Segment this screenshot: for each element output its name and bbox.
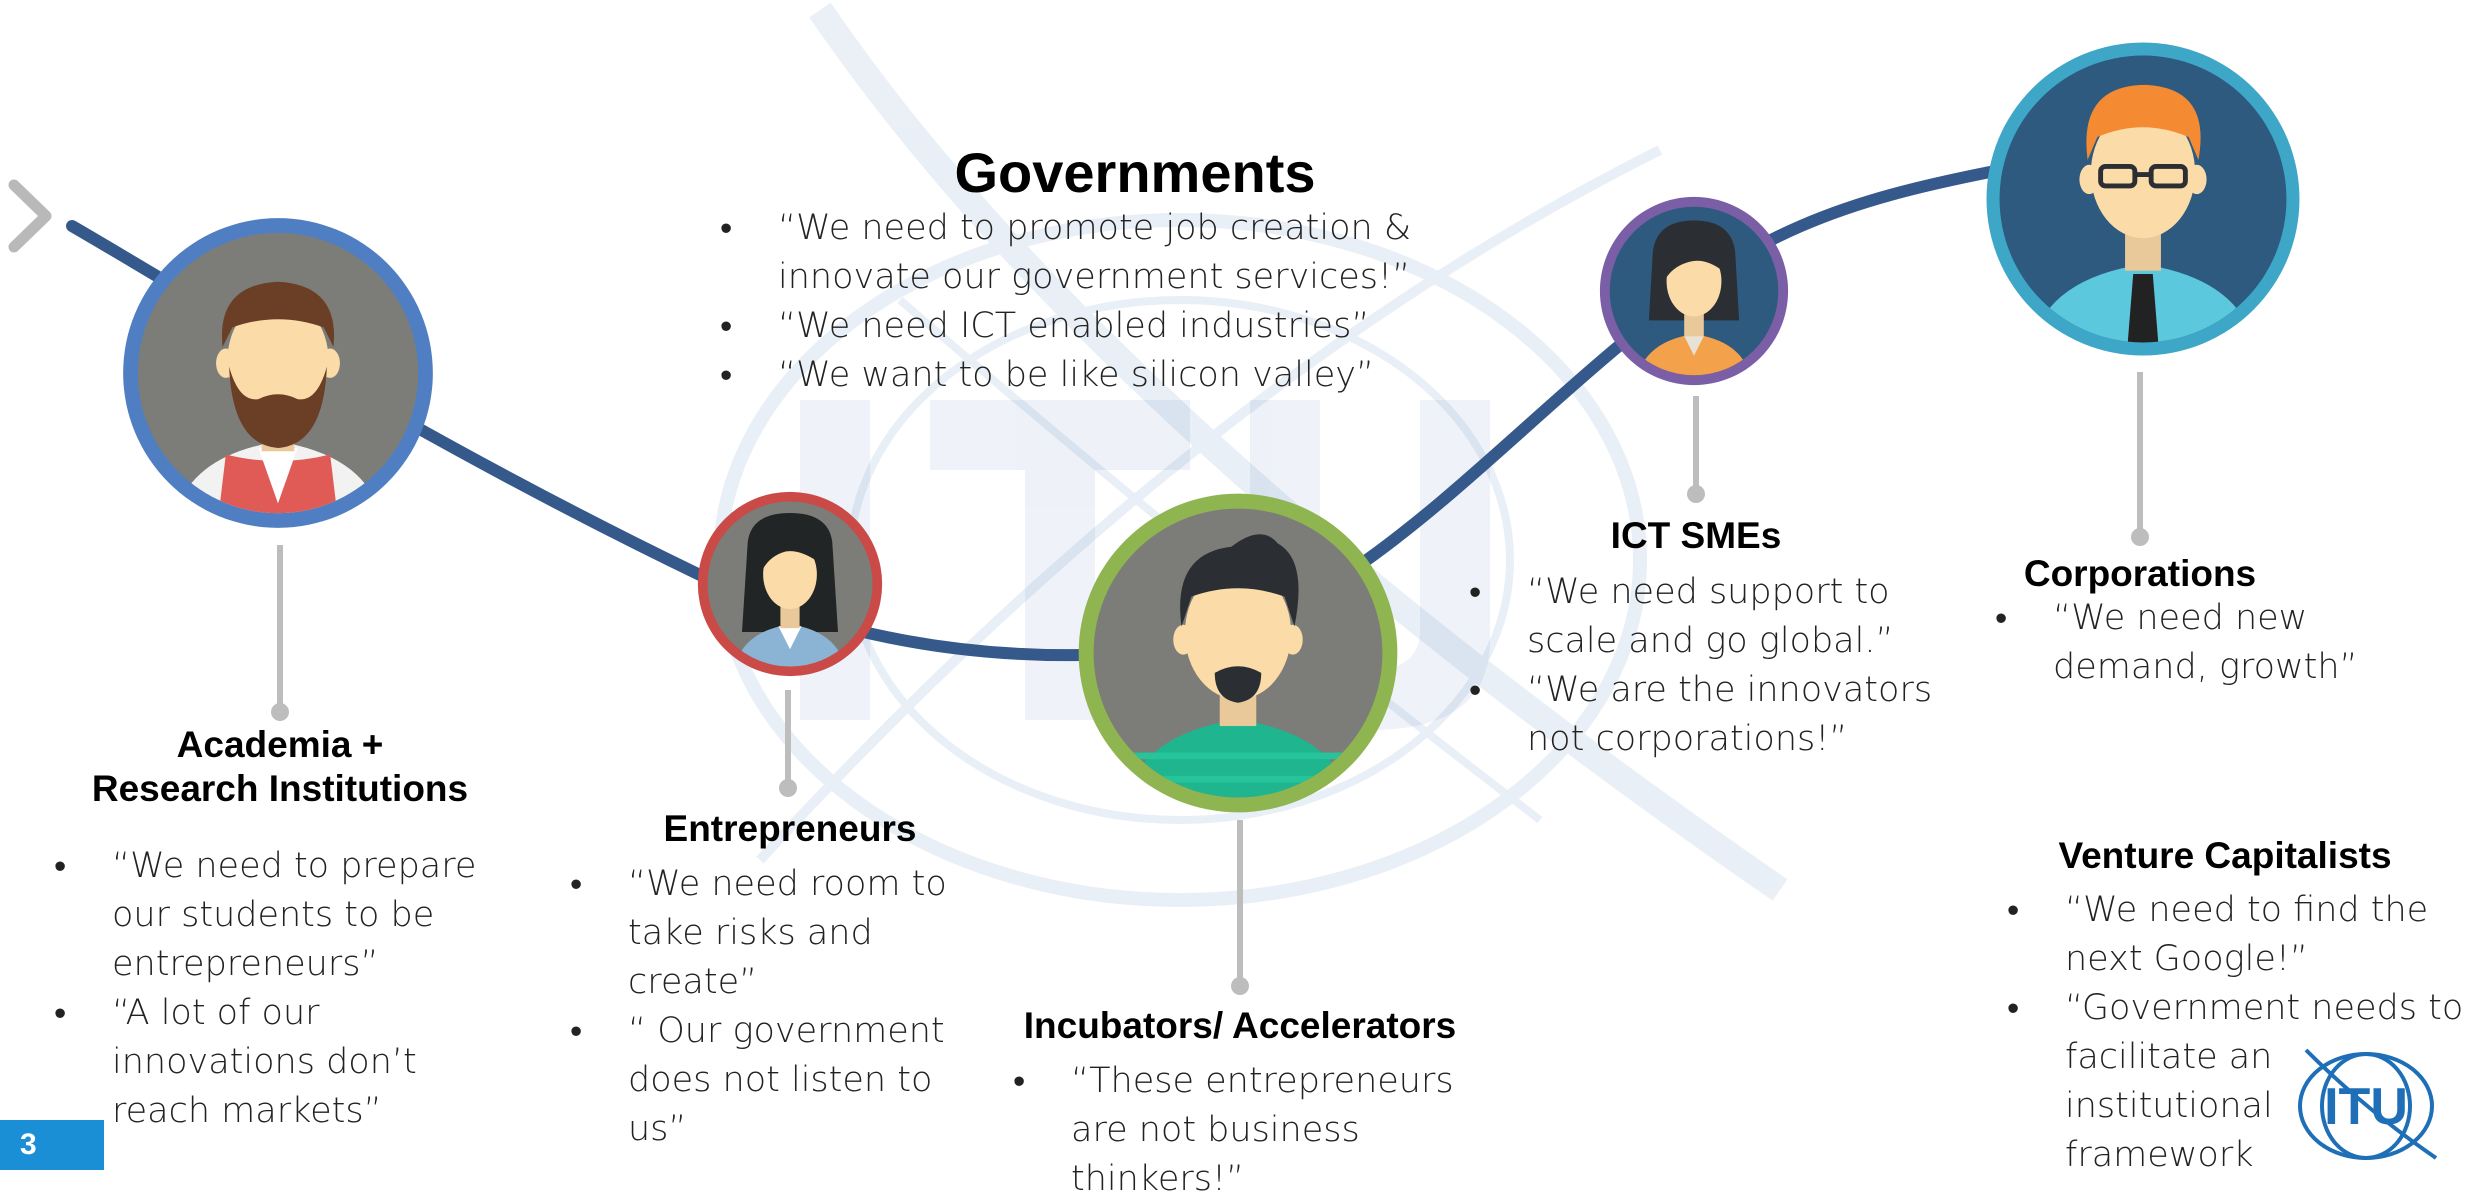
academia-quote-2: “A lot of our innovations don’t reach ma… xyxy=(54,989,494,1136)
corporations-title: Corporations xyxy=(2023,553,2257,594)
venture-capitalists-quote-1: “We need to find the next Google!” xyxy=(2007,886,2467,984)
incubators-avatar xyxy=(1078,493,1398,813)
connector-lines xyxy=(277,372,2143,986)
governments-quote-3: “We want to be like silicon valley” xyxy=(720,351,1500,400)
academia-title-line1: Academia + xyxy=(176,724,384,765)
incubators-quotes: “These entrepreneurs are not business th… xyxy=(1013,1057,1473,1204)
academia-quote-1: “We need to prepare our students to be e… xyxy=(54,842,494,989)
ict-smes-quote-2: “We are the innovators not corporations!… xyxy=(1469,666,1949,764)
academia-quotes: “We need to prepare our students to be e… xyxy=(54,842,494,1136)
connector-dots xyxy=(271,485,2149,995)
entrepreneurs-quote-1: “We need room to take risks and create” xyxy=(570,860,990,1007)
academia-title: Academia + Research Institutions xyxy=(40,723,520,811)
ict-smes-title: ICT SMEs xyxy=(1610,515,1782,556)
chevron-right-icon xyxy=(8,179,52,253)
incubators-quote-1: “These entrepreneurs are not business th… xyxy=(1013,1057,1473,1204)
venture-capitalists-title: Venture Capitalists xyxy=(2058,835,2392,876)
incubators-title: Incubators/ Accelerators xyxy=(1023,1005,1457,1046)
academia-title-line2: Research Institutions xyxy=(91,768,469,809)
entrepreneurs-quote-2: “ Our government does not listen to us” xyxy=(570,1007,990,1154)
venture-capitalists-quote-2: “Government needs to facilitate an insti… xyxy=(2007,984,2467,1180)
governments-quotes: “We need to promote job creation & innov… xyxy=(720,204,1500,400)
ict-smes-avatar xyxy=(1599,196,1789,386)
venture-capitalists-quotes: “We need to find the next Google!” “Gove… xyxy=(2007,886,2467,1180)
academia-avatar xyxy=(123,218,433,528)
itu-logo-text: ITU xyxy=(2324,1078,2408,1136)
itu-logo: ITU xyxy=(2298,1048,2438,1160)
governments-quote-1: “We need to promote job creation & innov… xyxy=(720,204,1500,302)
entrepreneurs-avatar xyxy=(697,491,883,677)
ict-smes-quotes: “We need support to scale and go global.… xyxy=(1469,568,1949,764)
page-number-badge: 3 xyxy=(0,1120,104,1170)
entrepreneurs-title: Entrepreneurs xyxy=(663,808,917,849)
entrepreneurs-quotes: “We need room to take risks and create” … xyxy=(570,860,990,1154)
governments-title: Governments xyxy=(954,141,1316,204)
governments-quote-2: “We need ICT enabled industries” xyxy=(720,302,1500,351)
corporations-quote-1: “We need new demand, growth” xyxy=(1995,594,2445,692)
ict-smes-quote-1: “We need support to scale and go global.… xyxy=(1469,568,1949,666)
corporations-quotes: “We need new demand, growth” xyxy=(1995,594,2445,692)
corporations-avatar xyxy=(1986,42,2300,356)
